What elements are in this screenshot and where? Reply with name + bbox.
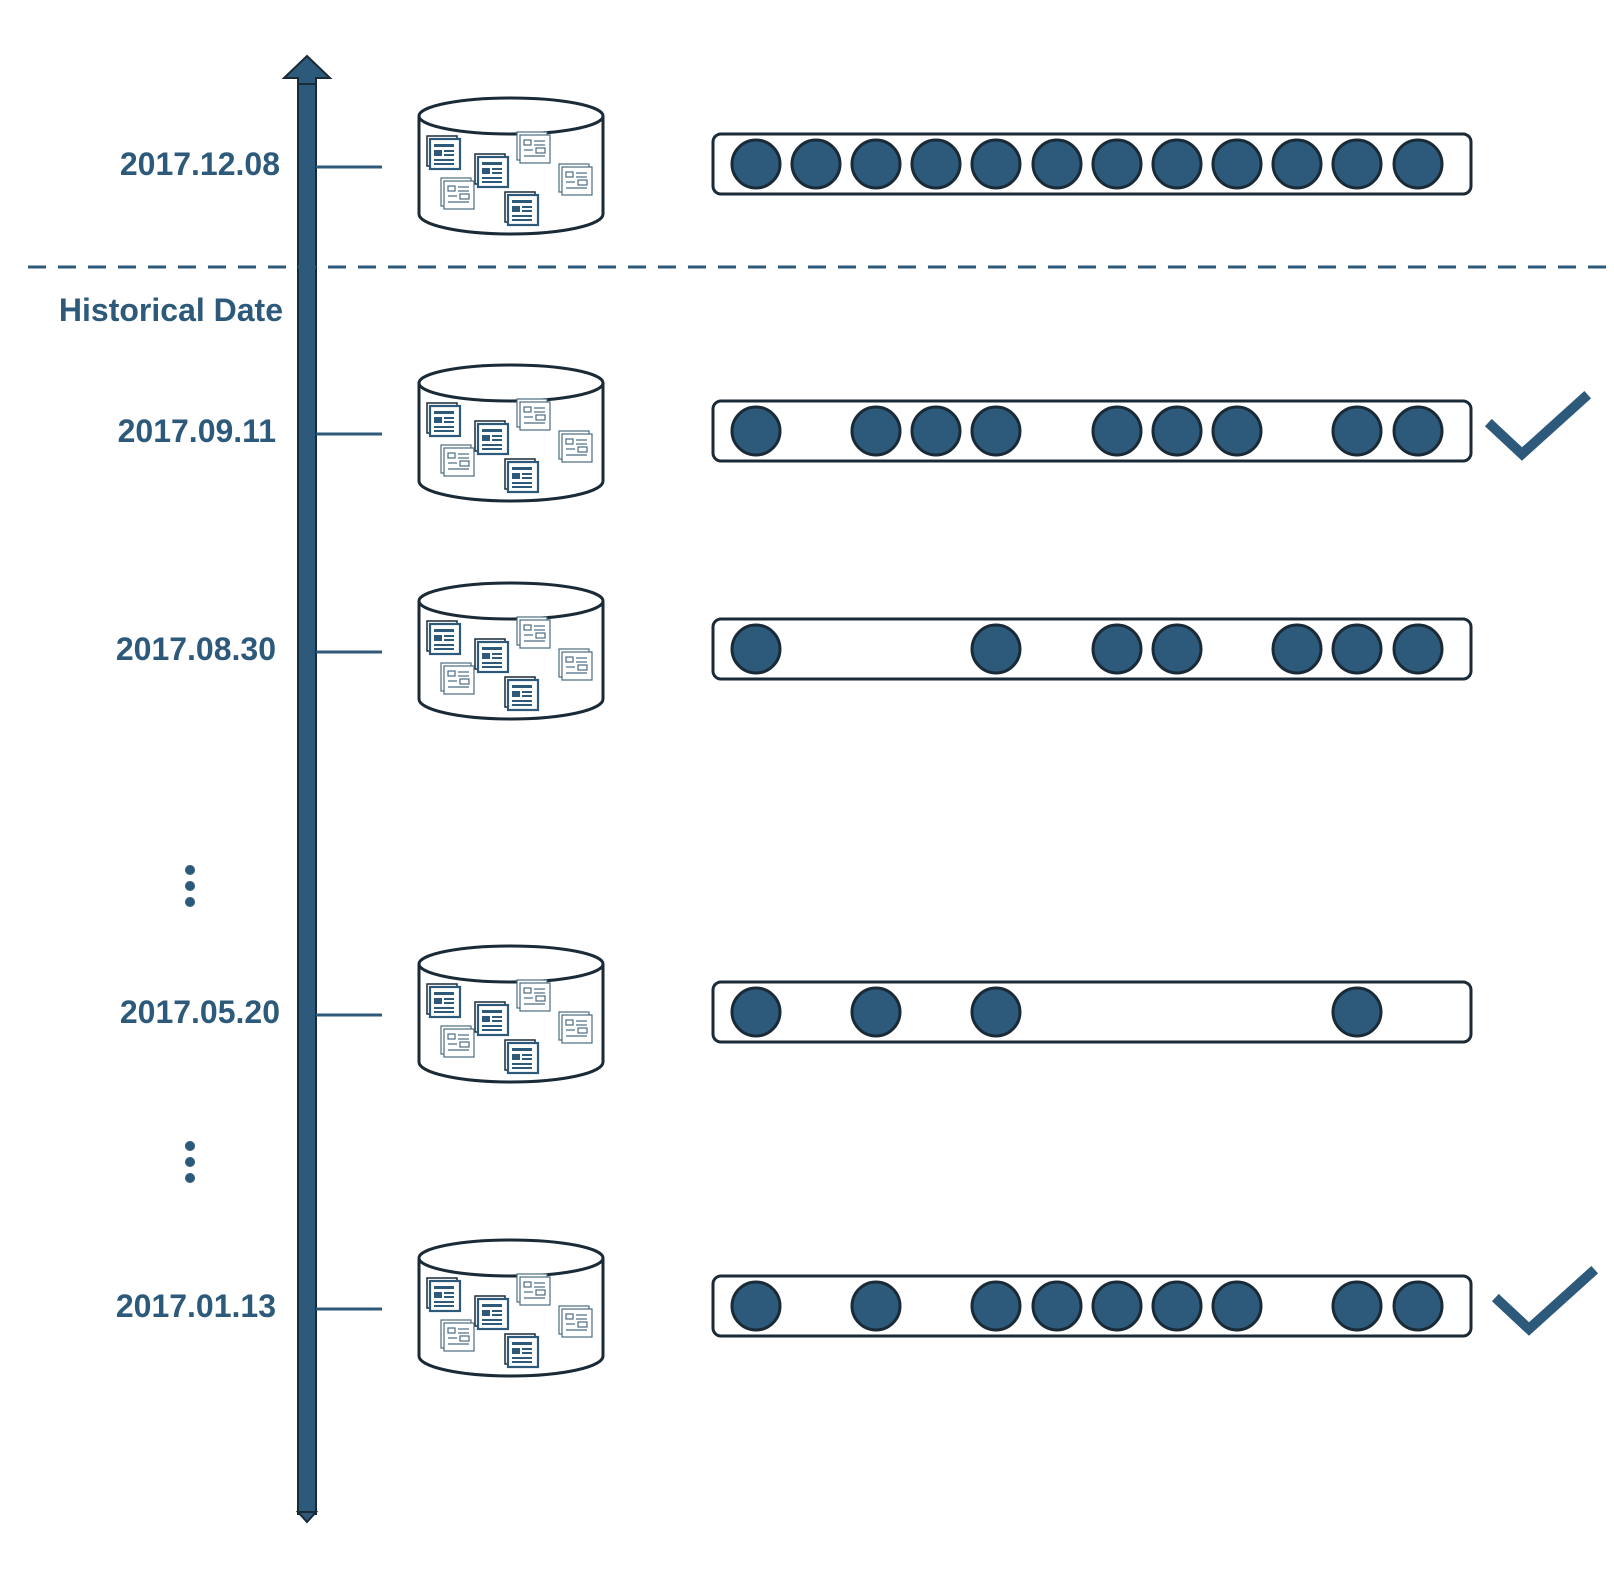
feature-dot (1331, 138, 1383, 190)
feature-dot (1151, 623, 1203, 675)
feature-dot (850, 986, 902, 1038)
feature-dot (790, 138, 842, 190)
feature-dot (1331, 986, 1383, 1038)
timeline-arrow-icon (281, 54, 333, 85)
date-label: 2017.08.30 (116, 631, 276, 667)
feature-dot (1392, 623, 1444, 675)
vertical-ellipsis-icon (185, 1141, 195, 1183)
feature-dot (1091, 1280, 1143, 1332)
check-icon (1484, 390, 1592, 461)
timeline-axis (281, 54, 333, 1524)
section-label-historical-date: Historical Date (59, 292, 283, 328)
feature-dot (1151, 405, 1203, 457)
date-row: 2017.08.30 (116, 583, 1473, 719)
feature-dot (970, 986, 1022, 1038)
feature-dot (1331, 623, 1383, 675)
feature-dot (730, 623, 782, 675)
database-icon (419, 946, 603, 1082)
feature-dot (1392, 405, 1444, 457)
date-label: 2017.05.20 (120, 994, 280, 1030)
feature-dot (1151, 138, 1203, 190)
date-label: 2017.09.11 (118, 413, 276, 449)
feature-dot (850, 1280, 902, 1332)
feature-dot (730, 986, 782, 1038)
date-label: 2017.01.13 (116, 1288, 276, 1324)
database-icon (419, 365, 603, 501)
feature-dot (1211, 1280, 1263, 1332)
date-row: 2017.01.13 (116, 1240, 1599, 1376)
feature-dot (1271, 138, 1323, 190)
feature-dot (1211, 405, 1263, 457)
feature-dot (910, 405, 962, 457)
feature-dot (1331, 1280, 1383, 1332)
vertical-ellipsis-icon (185, 865, 195, 907)
date-row: 2017.12.08 (120, 98, 1473, 234)
feature-dot (1331, 405, 1383, 457)
feature-dot (1091, 138, 1143, 190)
date-label: 2017.12.08 (120, 146, 280, 182)
feature-dot (1392, 1280, 1444, 1332)
feature-dot (1211, 138, 1263, 190)
database-icon (419, 583, 603, 719)
feature-dot (730, 1280, 782, 1332)
database-icon (419, 1240, 603, 1376)
check-icon (1491, 1265, 1599, 1336)
feature-dot (910, 138, 962, 190)
date-row: 2017.09.11 (118, 365, 1592, 501)
date-rows: 2017.12.08 2017.09.11 2017.08.30 2017.05.20… (116, 98, 1599, 1376)
feature-dot (970, 138, 1022, 190)
database-icon (419, 98, 603, 234)
feature-dot (1271, 623, 1323, 675)
feature-dot (850, 405, 902, 457)
feature-dot (850, 138, 902, 190)
feature-dot (1392, 138, 1444, 190)
feature-dot (1151, 1280, 1203, 1332)
feature-dot (1091, 405, 1143, 457)
date-row: 2017.05.20 (120, 946, 1473, 1082)
feature-dot (730, 405, 782, 457)
feature-bar (711, 980, 1473, 1044)
feature-dot (970, 623, 1022, 675)
feature-dot (730, 138, 782, 190)
feature-dot (1091, 623, 1143, 675)
feature-dot (970, 1280, 1022, 1332)
feature-dot (1031, 1280, 1083, 1332)
feature-dot (970, 405, 1022, 457)
feature-dot (1031, 138, 1083, 190)
